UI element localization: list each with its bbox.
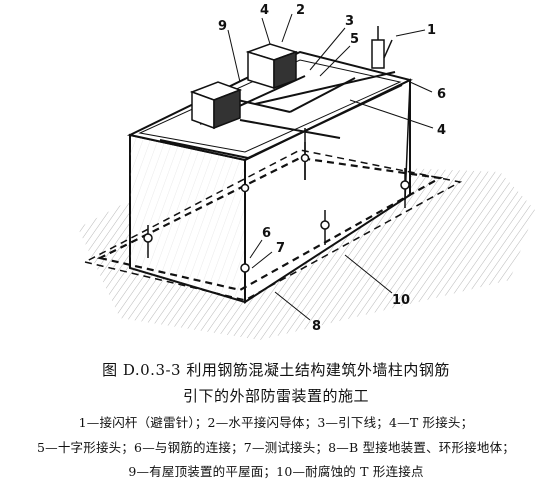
horizontal-air-termination-conductor: [159, 71, 403, 159]
figure-caption-line1: 图 D.0.3-3 利用钢筋混凝土结构建筑外墙柱内钢筋: [102, 361, 450, 379]
label-3: 3: [345, 14, 354, 29]
lightning-protection-diagram: 1 2 3 4 5 6 4 9 6 7 10 8: [78, 3, 535, 340]
label-1: 1: [427, 23, 436, 38]
label-10: 10: [392, 293, 410, 308]
label-8: 8: [312, 319, 321, 334]
legend-line1: 1—接闪杆（避雷针）；2—水平接闪导体；3—引下线；4—T 形接头；: [78, 415, 474, 430]
label-6a: 6: [437, 87, 446, 102]
ring-earth-electrode: [96, 156, 444, 292]
rooftop-equipment: [189, 43, 299, 130]
label-5: 5: [350, 32, 359, 47]
leader-lines: [227, 13, 434, 321]
legend-line3: 9—有屋顶装置的平屋面；10—耐腐蚀的 T 形连接点: [128, 464, 424, 479]
air-termination-rod: [371, 26, 393, 69]
label-9: 9: [218, 19, 227, 34]
label-6b: 6: [262, 226, 271, 241]
label-4b: 4: [437, 123, 446, 138]
label-2: 2: [296, 3, 305, 18]
label-7: 7: [276, 241, 285, 256]
figure-caption-line2: 引下的外部防雷装置的施工: [182, 387, 369, 405]
legend-line2: 5—十字形接头；6—与钢筋的连接；7—测试接头；8—B 型接地装置、环形接地体；: [37, 440, 515, 455]
label-4a: 4: [260, 3, 269, 18]
roof: [126, 50, 413, 162]
test-joints: [143, 142, 410, 285]
